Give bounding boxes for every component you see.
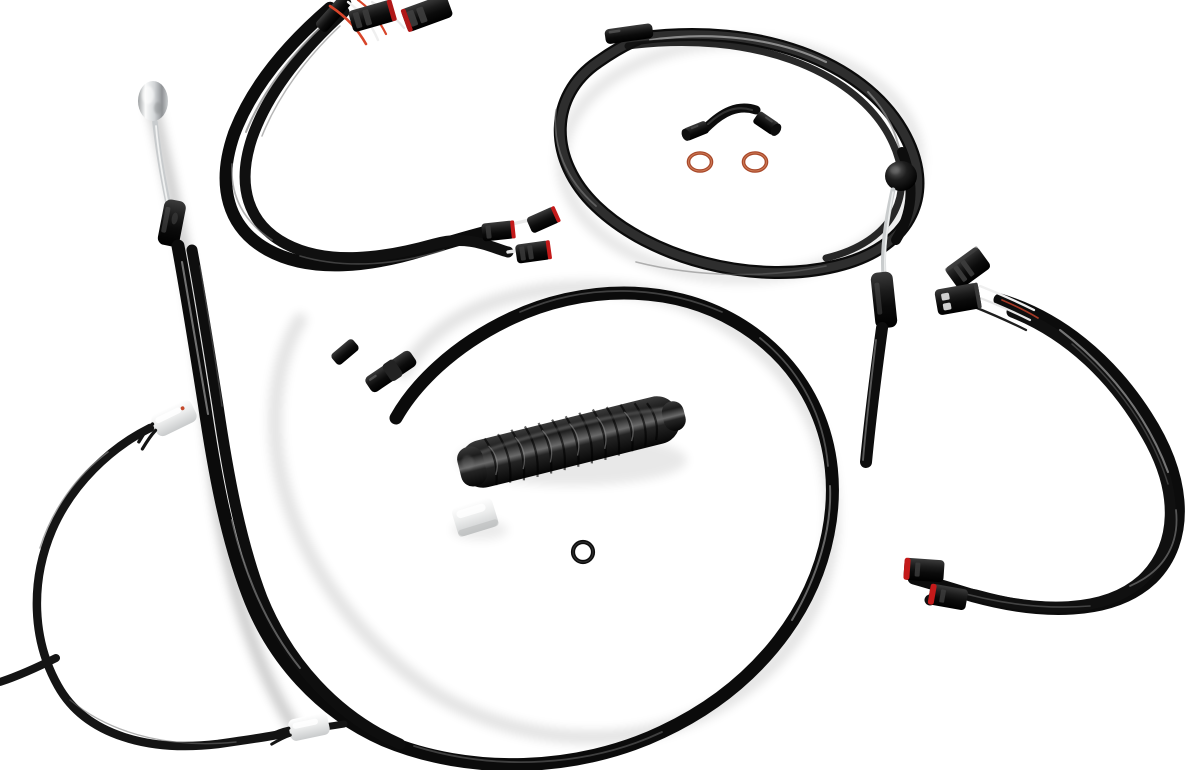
- part-brake-line: [553, 23, 925, 279]
- part-banjo-bolt-fitting: [681, 103, 782, 141]
- connector-right-plug-a: [944, 246, 991, 289]
- part-crush-washers: [686, 151, 769, 173]
- connector-white-bottom: [268, 713, 330, 746]
- part-clutch-cable: [138, 81, 839, 770]
- throttle-adjuster: [870, 271, 898, 329]
- harness-sheath-crimp: [316, 0, 352, 32]
- part-throttle-upper-right: [860, 187, 898, 468]
- part-wiring-harness-upper: [219, 0, 561, 272]
- part-white-ferrule: [452, 498, 499, 537]
- clutch-cable-barrel-end: [138, 81, 168, 121]
- part-thin-accessory-wire: [0, 399, 348, 751]
- brake-line-crimp: [604, 23, 654, 44]
- region-rubber-boot[interactable]: [455, 400, 685, 485]
- region-crush-washer-left[interactable]: [688, 150, 712, 174]
- cable-inline-splice: [365, 350, 417, 393]
- connector-right-lower-a: [903, 557, 945, 583]
- region-crush-washer-right[interactable]: [743, 150, 767, 174]
- region-white-ferrule[interactable]: [452, 500, 500, 536]
- region-thin-wire-loop[interactable]: [0, 425, 330, 770]
- connector-harness-top-a: [348, 0, 397, 32]
- region-o-ring[interactable]: [572, 541, 594, 563]
- crush-washer-left: [686, 151, 714, 173]
- part-o-ring: [570, 539, 596, 565]
- region-brake-line[interactable]: [545, 25, 930, 280]
- crush-washer-right: [741, 151, 769, 173]
- brake-line-banjo-end-right: [885, 161, 917, 191]
- region-wiring-harness-upper[interactable]: [215, 0, 560, 265]
- cable-crimp: [331, 339, 359, 365]
- connector-right-plug-b: [934, 282, 982, 315]
- connector-harness-top-b: [400, 0, 453, 32]
- connector-harness-right-a: [481, 220, 516, 242]
- clutch-cable-adjuster: [157, 199, 186, 247]
- region-wiring-harness-right[interactable]: [895, 240, 1200, 620]
- region-banjo-bolt-fitting[interactable]: [690, 105, 790, 145]
- connector-white-left: [137, 399, 197, 451]
- connector-right-lower-b: [927, 583, 968, 611]
- connector-harness-right-b: [526, 206, 561, 233]
- connector-harness-right-c: [515, 240, 552, 264]
- part-wiring-harness-right: [903, 246, 1185, 615]
- part-rubber-boot: [457, 396, 686, 488]
